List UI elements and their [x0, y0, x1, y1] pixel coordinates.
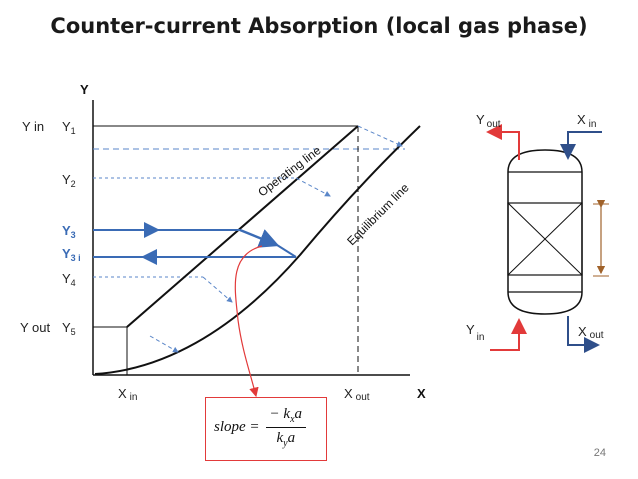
equilibrium-curve: [94, 125, 421, 375]
y-out-label: Y out: [20, 320, 51, 335]
slope-pointer: [234, 245, 263, 398]
page-title: Counter-current Absorption (local gas ph…: [50, 14, 588, 38]
y1-tick-label: Y1: [62, 119, 76, 136]
step-arrow-2: [295, 177, 331, 197]
slope-denominator: kya: [276, 430, 296, 449]
slope-fraction: − kxa kya: [265, 406, 307, 449]
x-out-arrow: [567, 316, 600, 353]
packing-section: [507, 202, 583, 276]
equilibrium-line-label: Equilibrium line: [344, 180, 412, 248]
operating-line: [126, 125, 359, 328]
operating-line-label: Operating line: [255, 143, 323, 199]
column-vessel: [507, 149, 583, 315]
y2-tick-label: Y2: [62, 172, 76, 189]
y-out-arrow: [486, 124, 520, 160]
y3i-vertical: [276, 244, 297, 258]
y-in-arrow: [490, 318, 527, 351]
slope-lhs: slope =: [214, 419, 260, 435]
y3i-tick-label: Y3 i: [62, 246, 81, 263]
slope-formula-box: slope = − kxa kya: [205, 397, 327, 461]
x-in-arrow: [560, 131, 602, 160]
y-axis-label: Y: [80, 82, 89, 97]
absorption-column: [507, 149, 583, 315]
packing-cross-2: [507, 202, 583, 276]
column-y-in-label: Yin: [466, 322, 484, 343]
y5-tick-label: Y5: [62, 320, 76, 337]
page-number: 24: [593, 447, 606, 459]
step-arrow-1: [357, 125, 403, 147]
step-arrow-4: [202, 276, 233, 303]
x-axis-label: X: [417, 386, 426, 401]
y-in-label: Y in: [22, 119, 44, 134]
step-arrow-5: [149, 335, 179, 353]
y3-diagonal-arrow: [239, 228, 280, 248]
y3-tick-label: Y3: [62, 223, 76, 240]
slope-numerator: − kxa: [265, 406, 307, 428]
slope-formula: slope = − kxa kya: [214, 406, 307, 449]
y4-tick-label: Y4: [62, 271, 76, 288]
